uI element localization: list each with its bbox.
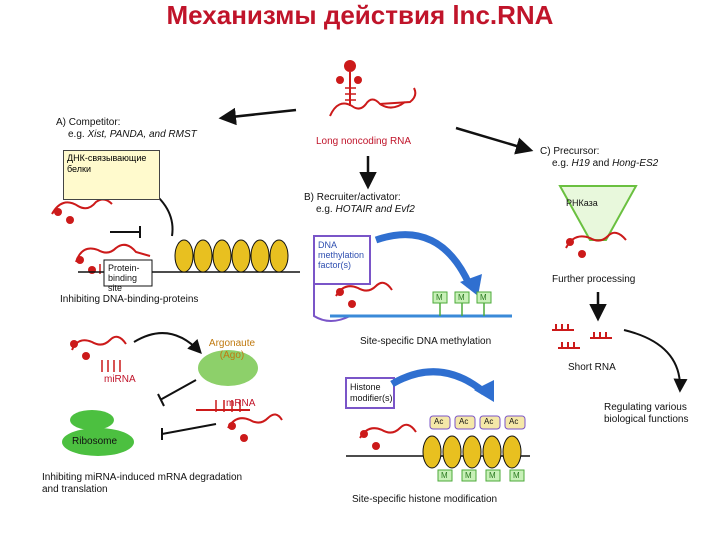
ac-mark-2: Ac [459,417,469,426]
arrow-to-argonaute [133,332,202,355]
short-rna-icon [552,324,612,349]
mrna-label: mRNA [226,398,256,409]
dna-methyl-label-2: methylation [318,250,365,260]
panel-a-mirna-rna-icon [70,335,127,372]
nucleosome-row-b [422,435,522,469]
lncrna-center-icon [329,60,417,117]
histone-modifier-box [345,377,395,409]
mirna-caption-1: Inhibiting miRNA-induced mRNA degradatio… [42,472,243,483]
histone-label-2: modifier(s) [350,393,393,403]
rnase-funnel-shape [558,185,638,241]
panel-a-example-genes: Xist, PANDA, and RMST [87,129,197,140]
ac-mark-3: Ac [484,417,494,426]
methyl-mark-3: M [480,293,487,302]
me-mark-2: M [465,471,472,480]
mirna-caption-2: and translation [42,484,108,495]
panel-b-example-genes: HOTAIR and Evf2 [335,204,415,215]
dna-methyl-label-1: DNA [318,240,338,250]
histone-caption: Site-specific histone modification [352,494,498,505]
center-label: Long noncoding RNA [316,136,412,147]
panel-c-heading: C) Precursor: [540,146,600,157]
ribosome-label: Ribosome [72,436,118,447]
methyl-caption: Site-specific DNA methylation [360,336,492,347]
dna-binding-proteins-label: ДНК-связывающие белки [63,150,160,200]
mirna-label: miRNA [104,374,136,385]
arrow-regulating [623,329,688,393]
methyl-marks [432,291,492,316]
panel-a-heading: A) Competitor: [56,117,121,128]
panel-b-rna-2-icon [359,423,417,450]
rnase-label: РНКаза [566,198,598,208]
argonaute-label: Argonaute (Ago) [208,338,256,361]
panel-b-example: e.g. HOTAIR and Evf2 [316,204,415,215]
methyl-mark-1: M [436,293,443,302]
regulating-label-2: biological functions [604,414,689,425]
me-mark-1: M [441,471,448,480]
panel-c-example: e.g. H19 and Hong-ES2 [552,158,659,169]
blue-arrow-methylation [374,231,474,288]
methyl-mark-2: M [458,293,465,302]
panel-a-example: e.g. Xist, PANDA, and RMST [68,129,197,140]
ribosome-shape [62,410,134,456]
histone-label-1: Histone [350,382,381,392]
acetyl-marks [429,415,526,430]
methyl-histone-marks [437,469,525,482]
dna-methylation-box [313,235,371,285]
panel-b-heading: B) Recruiter/activator: [304,192,401,203]
inhibit-mirna [157,379,197,407]
dna-caption: Inhibiting DNA-binding-proteins [60,294,199,305]
page-title: Механизмы действия lnc.RNA [166,0,554,30]
panel-b-rna-1-icon [335,281,393,308]
panel-c-rna-icon [565,231,627,258]
argonaute-shape [198,350,258,386]
ac-mark-1: Ac [434,417,444,426]
panel-c-gene-2: Hong-ES2 [612,158,659,169]
blue-arrow-histone [390,368,487,395]
me-mark-3: M [489,471,496,480]
ac-mark-4: Ac [509,417,519,426]
processing-label: Further processing [552,274,636,285]
me-mark-4: M [513,471,520,480]
dna-methyl-label-3: factor(s) [318,260,352,270]
panel-a-rna-3-icon [227,413,283,442]
protein-site-box [103,259,153,287]
arrow-to-competitor [218,107,297,126]
inhibit-ribosome [161,423,217,440]
arrow-to-precursor [455,126,534,155]
inhibit-bar [110,226,141,238]
panel-a-rna-1-icon [51,198,113,224]
nucleosome-row-a [174,239,289,273]
panel-c-gene-1: H19 [571,158,590,169]
protein-site-label: Protein-binding site [108,263,140,293]
regulating-label-1: Regulating various [604,402,687,413]
short-rna-label: Short RNA [568,362,616,373]
